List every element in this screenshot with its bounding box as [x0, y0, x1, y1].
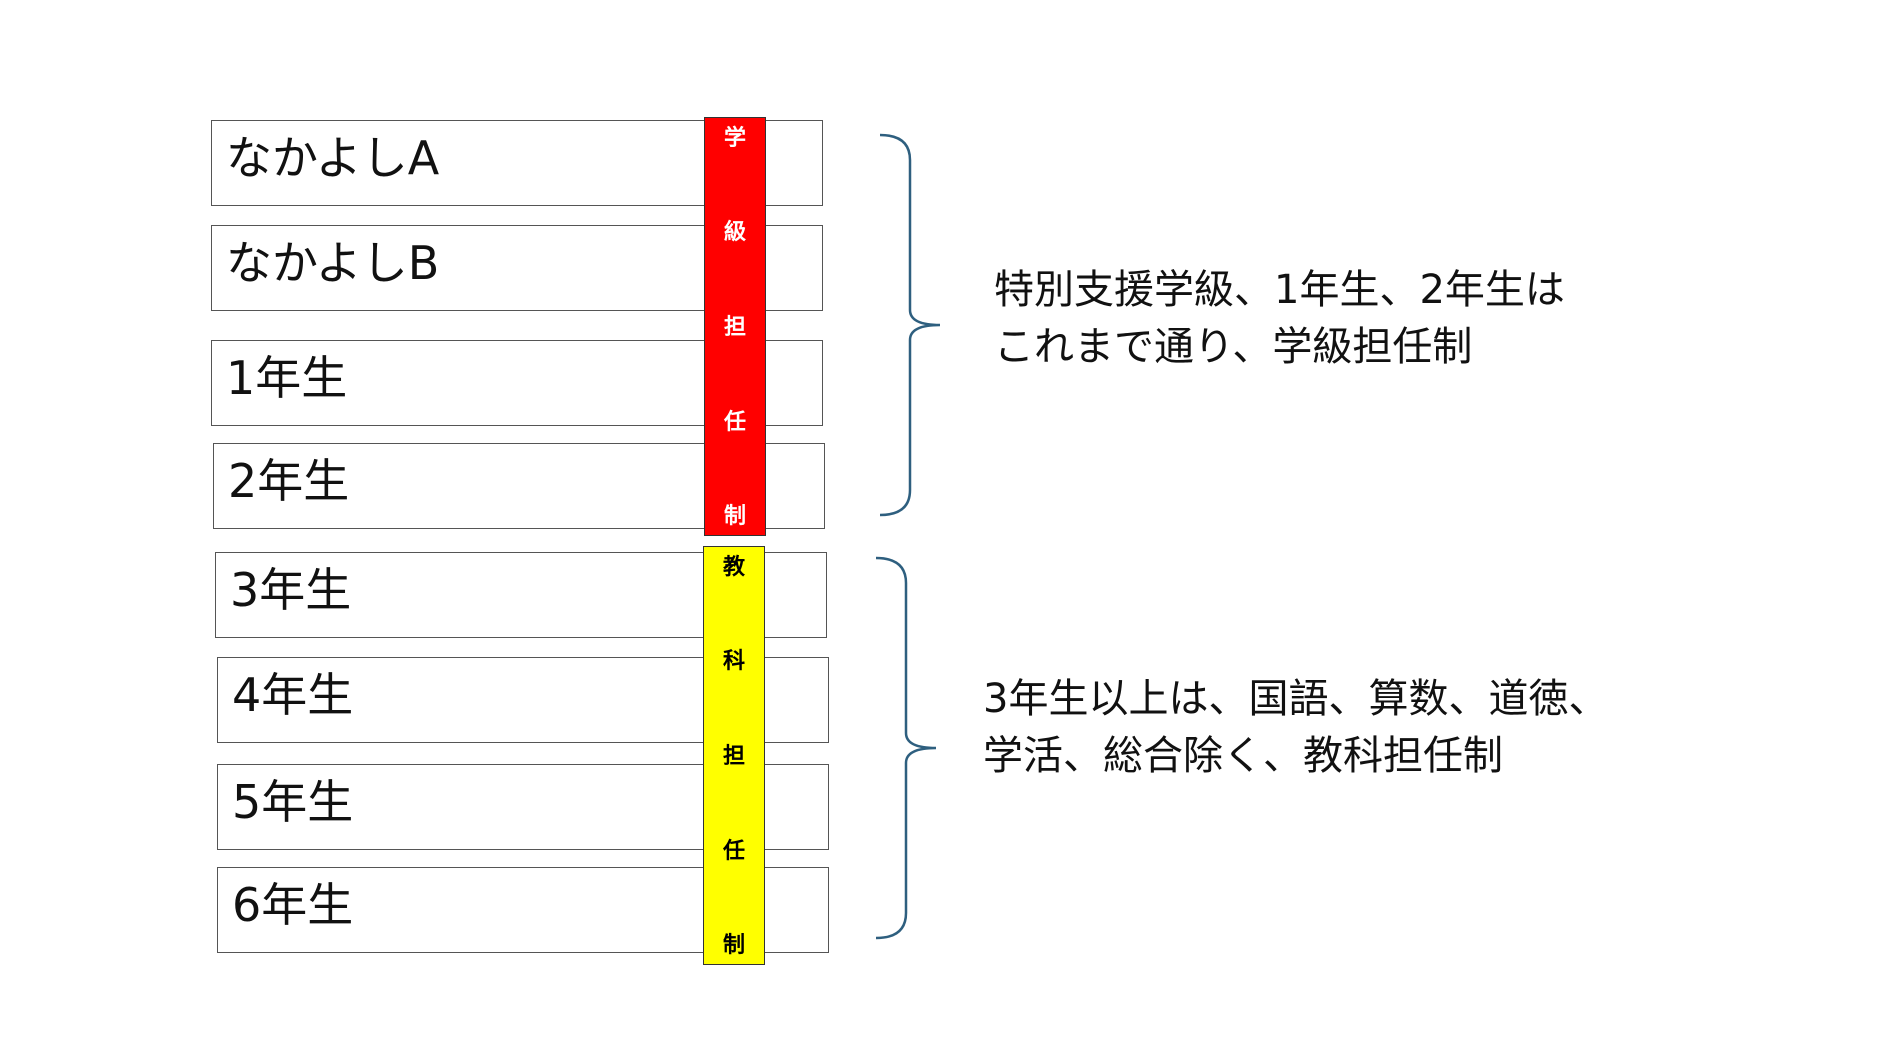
bar-char: 制 — [722, 933, 745, 958]
bar-char: 任 — [723, 410, 746, 435]
subject-system-bar: 教 科 担 任 制 — [703, 546, 765, 965]
class-label: 3年生 — [230, 563, 352, 617]
homeroom-system-bar: 学 級 担 任 制 — [704, 117, 766, 536]
homeroom-note-line1: 特別支援学級、1年生、2年生は — [994, 267, 1565, 313]
class-label: 2年生 — [228, 454, 350, 508]
homeroom-note-line2: これまで通り、学級担任制 — [994, 324, 1473, 370]
bar-char: 制 — [723, 504, 746, 529]
class-label: なかよしA — [226, 131, 440, 185]
homeroom-brace — [879, 133, 941, 517]
subject-note-line2: 学活、総合除く、教科担任制 — [983, 733, 1503, 779]
subject-brace-path — [875, 556, 937, 940]
class-label: 6年生 — [232, 878, 354, 932]
class-label: なかよしB — [226, 236, 440, 290]
homeroom-note: 特別支援学級、1年生、2年生は これまで通り、学級担任制 — [994, 262, 1565, 376]
bar-char: 学 — [723, 126, 746, 151]
bar-char: 科 — [722, 649, 745, 674]
subject-note-line1: 3年生以上は、国語、算数、道徳、 — [983, 676, 1609, 722]
subject-brace — [875, 556, 937, 940]
subject-note: 3年生以上は、国語、算数、道徳、 学活、総合除く、教科担任制 — [983, 671, 1608, 785]
class-label: 4年生 — [232, 668, 354, 722]
bar-char: 任 — [722, 839, 745, 864]
bar-char: 担 — [722, 744, 745, 769]
class-label: 5年生 — [232, 775, 354, 829]
bar-char: 教 — [722, 555, 745, 580]
class-label: 1年生 — [226, 351, 348, 405]
homeroom-brace-path — [879, 133, 941, 517]
bar-char: 級 — [723, 220, 746, 245]
bar-char: 担 — [723, 315, 746, 340]
